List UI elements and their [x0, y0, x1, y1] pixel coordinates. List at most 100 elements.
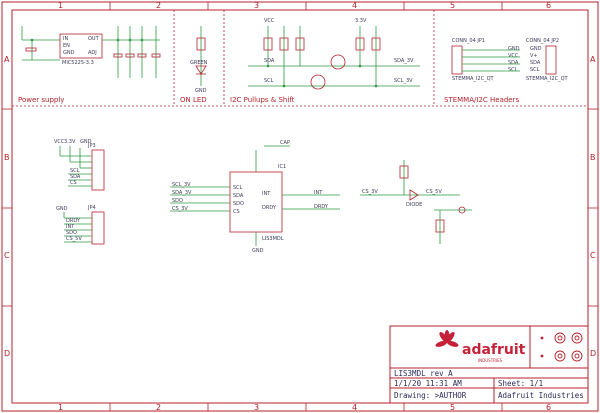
regulator-chip: [59, 33, 103, 59]
ic-pin-sdo: SDO: [233, 201, 244, 207]
ic-pin-int: INT: [262, 191, 271, 197]
net-vcc: VCC: [264, 18, 275, 24]
stemma-right-part: STEMMA_I2C_QT: [526, 76, 569, 82]
ic-cap: CAP: [280, 140, 290, 146]
stemma-right-pin-3: SDA: [530, 60, 541, 66]
zone-col-2: 2: [156, 1, 161, 10]
header-top-net-vcc: VCC: [54, 139, 65, 145]
ic-net-drdy: DRDY: [314, 204, 329, 210]
header-top-net-scl: SCL: [70, 168, 80, 174]
header-bottom-connector: [91, 211, 105, 245]
led-color: GREEN: [190, 60, 208, 66]
ic-net-cs-3v: CS_3V: [172, 206, 188, 212]
regulator-pin-out: OUT: [88, 36, 100, 42]
logo-subtitle: INDUSTRIES: [478, 358, 503, 363]
section-stemma-headers: STEMMA/I2C Headers: [444, 96, 519, 104]
mounting-holes: [554, 332, 583, 362]
section-on-led: ON LED: [180, 96, 207, 104]
zone-col-6: 6: [546, 1, 551, 10]
mosfet-sda: [330, 54, 346, 70]
stemma-left-pin-2: VCC: [508, 53, 519, 59]
zone-col-4: 4: [352, 1, 357, 10]
stemma-left-ref: CONN_04 JP1: [452, 38, 485, 44]
regulator-pin-en: EN: [63, 43, 70, 49]
regulator-pin-in: IN: [63, 36, 68, 42]
header-top-block: JP3 VCC 3.3V GND SCL SDA CS: [54, 139, 105, 191]
header-bottom-net-drdy: DRDY: [66, 218, 81, 224]
led-diode-icon: [195, 65, 207, 75]
regulator-pin-adj: ADJ: [88, 50, 97, 56]
zone-col-3: 3: [254, 1, 259, 10]
zone-row-b: B: [4, 153, 10, 162]
regulator-part: MIC5225-3.3: [62, 60, 94, 66]
ic-net-sdo: SDO: [172, 198, 183, 204]
header-top-net-cs: CS: [70, 180, 77, 186]
section-i2c-pullups: I2C Pullups & Shift: [230, 96, 295, 104]
stemma-left-part: STEMMA_I2C_QT: [452, 76, 495, 82]
ic-pin-sda: SDA: [233, 193, 244, 199]
header-top-net-3v3: 3.3V: [64, 139, 76, 145]
logo-wordmark: adafruit: [462, 342, 526, 358]
zone-row-c: C: [4, 251, 10, 260]
stemma-headers-block: CONN_04 JP1 GND VCC SDA SCL STEMMA_I2C_Q…: [451, 38, 569, 82]
zone-col-2-bottom: 2: [156, 403, 161, 412]
header-bottom-block: JP4 GND DRDY INT SDO CS_5V: [56, 205, 105, 245]
on-led-block: GREEN GND: [190, 26, 208, 94]
header-bottom-ref: JP4: [87, 205, 96, 211]
section-power-supply: Power supply: [18, 96, 64, 104]
zone-row-d: D: [4, 349, 10, 358]
sheet-number: Sheet: 1/1: [498, 379, 543, 388]
cs-net-3v: CS_3V: [362, 189, 378, 195]
zone-col-1-bottom: 1: [58, 403, 63, 412]
stemma-left-connector: [451, 45, 463, 75]
stemma-left-pin-4: SCL: [508, 67, 518, 73]
ic-ref: IC1: [278, 164, 286, 170]
ic-lis3mdl-block: IC1 LIS3MDL SCL SDA SDO CS INT DRDY SCL_…: [170, 140, 340, 254]
zone-row-a-right: A: [590, 55, 596, 64]
zone-col-4-bottom: 4: [352, 403, 357, 412]
stemma-left-pin-3: SDA: [508, 60, 519, 66]
mosfet-scl: [310, 74, 326, 90]
header-bottom-net-int: INT: [66, 224, 75, 230]
header-top-connector: [91, 149, 105, 191]
stemma-right-connector: [545, 45, 557, 75]
ic-net-int: INT: [314, 190, 323, 196]
net-scl-3v: SCL_3V: [394, 78, 413, 84]
header-bottom-net-cs5v: CS_5V: [66, 236, 82, 242]
zone-col-5: 5: [450, 1, 455, 10]
ic-gnd: GND: [252, 248, 264, 254]
inner-border: [11, 9, 589, 404]
stemma-right-pin-4: SCL: [530, 67, 540, 73]
ic-net-sda-3v: SDA_3V: [172, 190, 192, 196]
cs-shift-block: CS_3V CS_5V DIODE: [360, 160, 472, 244]
net-scl: SCL: [264, 78, 274, 84]
zone-row-d-right: D: [590, 349, 596, 358]
led-resistor: [196, 37, 206, 51]
zone-row-a: A: [4, 55, 10, 64]
stemma-right-pin-2: V+: [530, 53, 538, 59]
ic-pin-drdy: DRDY: [262, 205, 277, 211]
zone-col-3-bottom: 3: [254, 403, 259, 412]
power-supply-block: IN EN GND OUT ADJ MIC5225-3.3: [21, 26, 161, 78]
zone-col-6-bottom: 6: [546, 403, 551, 412]
net-3v3: 3.3V: [355, 18, 367, 24]
regulator-pin-gnd: GND: [63, 50, 75, 56]
stemma-right-pin-1: GND: [530, 46, 542, 52]
zone-row-b-right: B: [590, 153, 596, 162]
zone-col-5-bottom: 5: [450, 403, 455, 412]
ic-pin-cs: CS: [233, 209, 240, 215]
net-sda: SDA: [264, 58, 275, 64]
stemma-right-ref: CONN_04 JP2: [526, 38, 559, 44]
zone-row-c-right: C: [590, 251, 596, 260]
board-revision: LIS3MDL rev A: [394, 369, 453, 378]
fiducials: [540, 336, 544, 358]
drawing-date: 1/1/20 11:31 AM: [394, 379, 462, 388]
cs-net-5v: CS_5V: [426, 189, 442, 195]
cs-diode-icon: [409, 189, 419, 201]
section-dividers: [12, 10, 588, 107]
header-bottom-net-gnd: GND: [56, 206, 68, 212]
